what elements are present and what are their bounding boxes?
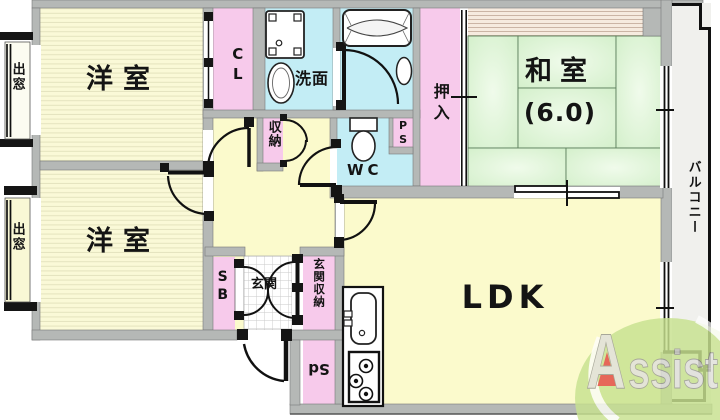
bath-door-swing: [343, 48, 400, 105]
label-shoe-box: SB: [214, 269, 231, 305]
assist-logo-red-triangle: [597, 352, 617, 386]
label-bay-window-bottom: 出窓: [9, 222, 25, 252]
door-frames: [160, 12, 346, 341]
label-entrance: 玄関: [251, 277, 278, 292]
assist-logo: A ssist: [575, 315, 720, 420]
label-japanese-room: 和室: [525, 56, 595, 87]
pipe-space-area: [393, 118, 413, 147]
label-oshiire: 押入: [430, 83, 450, 125]
label-ldk: LDK: [461, 278, 549, 316]
assist-logo-circle: [575, 318, 720, 420]
assist-logo-letters: ssist: [628, 340, 718, 400]
assist-logo-swoosh2: [695, 315, 720, 342]
label-storage: 収納: [265, 120, 281, 148]
toilet: [349, 117, 378, 162]
label-toilet: WC: [347, 161, 383, 179]
storage-door-bottom: [284, 139, 307, 162]
entrance-storage-door-swing-bottom: [266, 289, 295, 319]
bay-window-top: [0, 32, 33, 147]
shoe-box-area: [213, 257, 235, 330]
storage-area: [263, 118, 283, 163]
balcony-window-japanese-room: [656, 66, 674, 188]
closet-cl-area: [213, 8, 253, 110]
front-door-swing: [242, 343, 285, 383]
tatami-mats: [467, 35, 664, 189]
bathtub: [342, 9, 412, 47]
label-western-room-bottom: 洋室: [86, 226, 160, 257]
label-balcony: バルコニー: [685, 160, 701, 235]
bay-window-bottom: [4, 186, 37, 311]
label-sd: Sd: [308, 359, 330, 378]
western-room-bottom-door-swing: [166, 175, 207, 216]
beam-hatch-band: [468, 8, 643, 36]
entrance-storage-door-swing-top: [266, 261, 295, 291]
entrance-storage-area: [303, 255, 337, 330]
bay-window-top-glass: [6, 44, 12, 137]
label-closet-cl: CL: [228, 45, 247, 85]
sliding-door-washitsu-ldk: [514, 180, 620, 206]
fusuma-oshiire: [451, 10, 477, 186]
label-pipe-space: PS: [396, 119, 410, 147]
western-room-top-floor: [40, 8, 203, 161]
label-entrance-storage: 玄関収納: [312, 258, 327, 308]
kitchen-unit: [341, 285, 385, 408]
label-japanese-room-size: (6.0): [523, 98, 597, 127]
label-washroom: 洗面: [295, 69, 330, 88]
washroom-sink: [267, 62, 295, 104]
shoe-box-niche: [234, 262, 245, 317]
ldk-door-swing: [339, 203, 377, 242]
washing-machine: [265, 10, 305, 59]
bath-basin: [395, 56, 413, 86]
assist-logo-letter-a: A: [586, 317, 626, 405]
kitchen-sink: [350, 292, 377, 345]
label-bay-window-top: 出窓: [9, 62, 25, 92]
wc-door-swing: [297, 145, 338, 186]
western-room-top-door-swing: [206, 126, 250, 167]
bay-window-bottom-glass: [6, 200, 12, 300]
doors: [166, 13, 400, 383]
label-western-room-top: 洋室: [86, 64, 160, 95]
storage-door-top: [284, 119, 308, 143]
assist-logo-swoosh: [588, 336, 620, 420]
sd-area: [303, 340, 335, 405]
